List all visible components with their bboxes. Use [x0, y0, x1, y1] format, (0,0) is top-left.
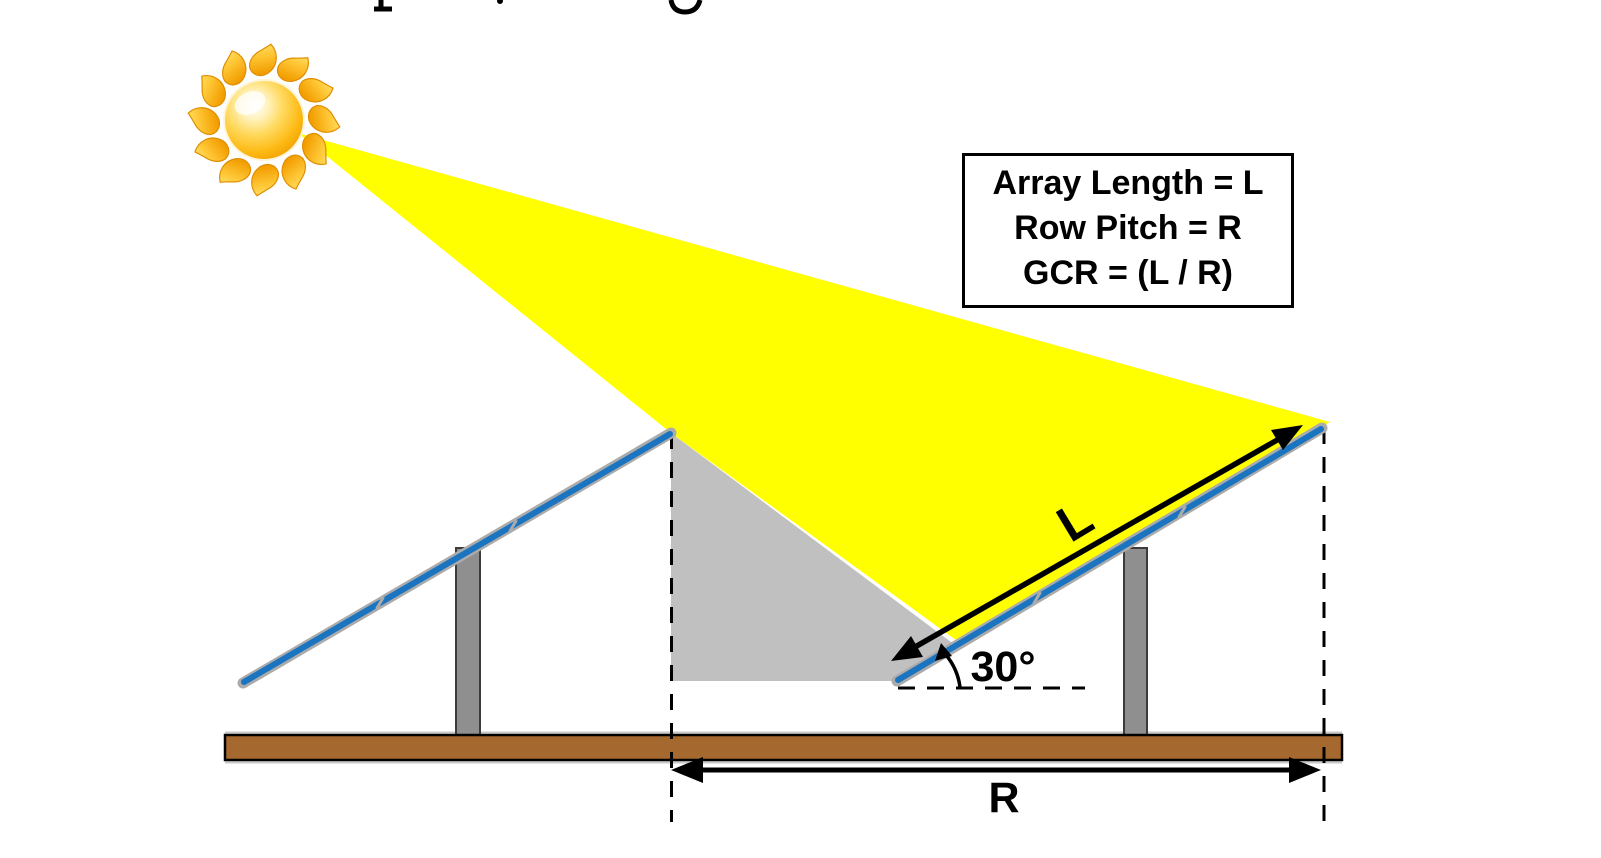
row-pitch-arrow	[671, 757, 1321, 783]
legend-line-array-length: Array Length = L	[992, 164, 1264, 202]
panel-joint	[508, 519, 518, 533]
arrowhead	[1289, 757, 1321, 783]
support-post-right	[1123, 547, 1148, 737]
sun-icon	[187, 43, 341, 197]
solar-panel-row-left	[237, 427, 677, 689]
sun-rays	[187, 43, 341, 197]
sun-beam	[298, 133, 1330, 643]
ground-bar	[223, 733, 1344, 762]
sun-gloss	[234, 90, 266, 116]
cropped-text-fragment	[497, 0, 503, 4]
tilt-angle-label: 30°	[970, 643, 1035, 691]
panel-joint	[1032, 591, 1042, 605]
tilt-angle-arc	[935, 643, 962, 688]
arrowhead	[1271, 425, 1303, 450]
row-shadow	[671, 433, 955, 681]
array-length-arrow	[891, 425, 1303, 661]
row-pitch-label: R	[988, 774, 1019, 822]
arrowhead	[891, 636, 923, 661]
arc-arrowhead	[935, 643, 952, 661]
panel-joint	[1177, 505, 1187, 519]
arrowhead	[671, 757, 703, 783]
legend-line-row-pitch: Row Pitch = R	[1014, 209, 1242, 247]
legend-box: Array Length = L Row Pitch = R GCR = (L …	[962, 153, 1294, 308]
legend-line-gcr: GCR = (L / R)	[1023, 254, 1233, 292]
sun-body	[223, 79, 305, 161]
solar-panel-row-right	[891, 422, 1328, 687]
cropped-text-fragment	[374, 0, 392, 12]
panel-surface	[895, 426, 1324, 683]
panel-joint	[375, 596, 385, 610]
cropped-text-fragment	[668, 0, 703, 15]
support-post-left	[455, 547, 481, 737]
panel-surface	[241, 431, 673, 685]
cropped-text-fragments	[374, 0, 703, 15]
